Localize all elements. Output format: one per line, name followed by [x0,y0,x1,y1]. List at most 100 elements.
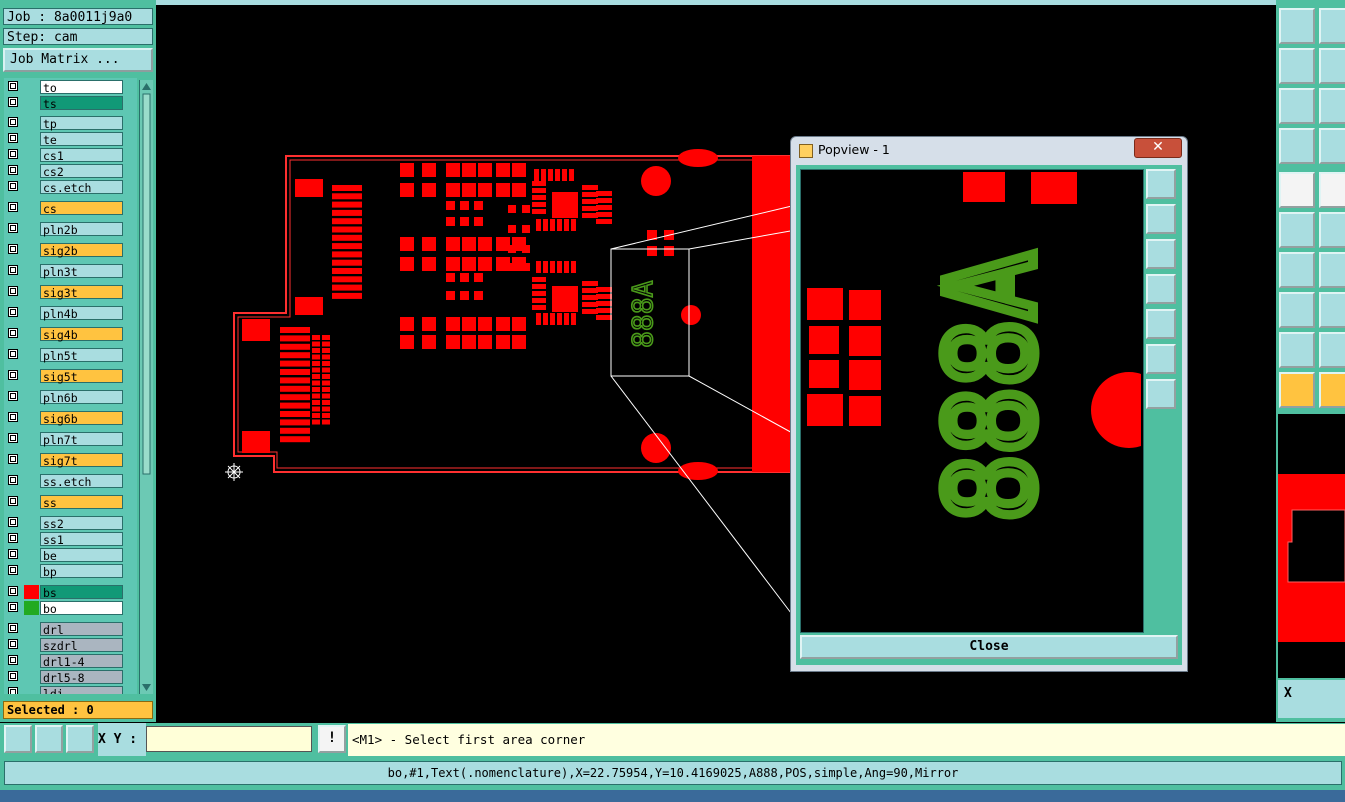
layer-checkbox[interactable] [8,97,18,107]
zoom-profile-button[interactable] [1319,88,1345,124]
layer-checkbox[interactable] [8,655,18,665]
layer-row-bp[interactable]: bp [4,563,137,579]
layer-row-bs[interactable]: bs [4,584,137,600]
pointer-alt-button[interactable] [1319,372,1345,408]
layer-checkbox[interactable] [8,307,18,317]
layer-name[interactable]: cs.etch [40,180,123,195]
alert-button[interactable]: ! [318,725,346,753]
close-button[interactable]: Close [800,635,1178,659]
layer-row-pln3t[interactable]: pln3t [4,263,137,279]
layer-row-be[interactable]: be [4,547,137,563]
layer-row-pln6b[interactable]: pln6b [4,389,137,405]
layer-checkbox[interactable] [8,496,18,506]
layer-row-pln4b[interactable]: pln4b [4,305,137,321]
measure-button[interactable] [1319,172,1345,208]
layer-row-sig5t[interactable]: sig5t [4,368,137,384]
layer-name[interactable]: cs [40,201,123,216]
layer-name[interactable]: sig7t [40,453,123,468]
snap-button[interactable] [1319,212,1345,248]
layer-row-cs1[interactable]: cs1 [4,147,137,163]
layer-checkbox[interactable] [8,181,18,191]
job-matrix-button[interactable]: Job Matrix ... [3,48,153,72]
layer-checkbox[interactable] [8,602,18,612]
layer-name[interactable]: sig3t [40,285,123,300]
zoom-fit-button[interactable] [1279,88,1315,124]
layer-name[interactable]: ts [40,96,123,111]
layer-checkbox[interactable] [8,687,18,694]
layer-row-sig3t[interactable]: sig3t [4,284,137,300]
layer-row-drl[interactable]: drl [4,621,137,637]
layer-row-tp[interactable]: tp [4,115,137,131]
layer-checkbox[interactable] [8,549,18,559]
arc-tool-button[interactable] [1319,252,1345,288]
layer-checkbox[interactable] [8,286,18,296]
layer-checkbox[interactable] [8,165,18,175]
grid-button[interactable] [1319,128,1345,164]
layer-row-ss.etch[interactable]: ss.etch [4,473,137,489]
layer-name[interactable]: be [40,548,123,563]
layer-name[interactable]: pln4b [40,306,123,321]
layer-name[interactable]: cs1 [40,148,123,163]
layer-row-ss[interactable]: ss [4,494,137,510]
layer-name[interactable]: cs2 [40,164,123,179]
layer-checkbox[interactable] [8,133,18,143]
zoom-out-tool-button[interactable] [35,725,63,753]
layer-row-pln5t[interactable]: pln5t [4,347,137,363]
layer-checkbox[interactable] [8,433,18,443]
layer-name[interactable]: sig4b [40,327,123,342]
layer-row-cs2[interactable]: cs2 [4,163,137,179]
layer-row-te[interactable]: te [4,131,137,147]
layer-checkbox[interactable] [8,475,18,485]
layer-name[interactable]: pln7t [40,432,123,447]
layer-name[interactable]: pln3t [40,264,123,279]
select-feature-button[interactable] [1279,172,1315,208]
layer-name[interactable]: ldi [40,686,123,694]
layer-name[interactable]: bp [40,564,123,579]
popview-zoom-in-button[interactable] [1146,169,1176,199]
popview-zoom-out-button[interactable] [1146,379,1176,409]
layer-list-scrollbar[interactable] [139,80,153,694]
layer-name[interactable]: pln2b [40,222,123,237]
layer-name[interactable]: bs [40,585,123,600]
layer-row-ss1[interactable]: ss1 [4,531,137,547]
popview-titlebar[interactable]: Popview - 1 [791,137,1185,163]
popview-pan-left-button[interactable] [1146,274,1176,304]
layer-row-sig2b[interactable]: sig2b [4,242,137,258]
layer-checkbox[interactable] [8,671,18,681]
layer-row-drl1-4[interactable]: drl1-4 [4,653,137,669]
pointer-button[interactable] [1279,372,1315,408]
zoom-window-button[interactable] [1319,8,1345,44]
layer-checkbox[interactable] [8,202,18,212]
layer-checkbox[interactable] [8,244,18,254]
route-tool-button[interactable] [1319,292,1345,328]
layer-checkbox[interactable] [8,391,18,401]
layer-checkbox[interactable] [8,639,18,649]
pan-left-button[interactable] [1279,48,1315,84]
layer-name[interactable]: pln5t [40,348,123,363]
layer-row-cs[interactable]: cs [4,200,137,216]
layer-checkbox[interactable] [8,149,18,159]
layer-row-ts[interactable]: ts [4,95,137,111]
layer-name[interactable]: ss.etch [40,474,123,489]
layer-row-sig6b[interactable]: sig6b [4,410,137,426]
angle-tool-button[interactable] [1319,332,1345,368]
layer-row-bo[interactable]: bo [4,600,137,616]
polygon-tool-button[interactable] [1279,332,1315,368]
pan-right-button[interactable] [1319,48,1345,84]
layer-row-sig4b[interactable]: sig4b [4,326,137,342]
grid-tool-button[interactable] [66,725,94,753]
layer-row-ss2[interactable]: ss2 [4,515,137,531]
layer-checkbox[interactable] [8,565,18,575]
popview-pan-down-button[interactable] [1146,239,1176,269]
layer-name[interactable]: szdrl [40,638,123,653]
pad-tool-button[interactable] [1279,292,1315,328]
zoom-in-tool-button[interactable] [4,725,32,753]
layer-checkbox[interactable] [8,623,18,633]
layer-row-drl5-8[interactable]: drl5-8 [4,669,137,685]
layer-checkbox[interactable] [8,349,18,359]
layer-checkbox[interactable] [8,586,18,596]
layer-checkbox[interactable] [8,328,18,338]
layer-name[interactable]: ss [40,495,123,510]
layer-checkbox[interactable] [8,370,18,380]
popview-fit-button[interactable] [1146,344,1176,374]
